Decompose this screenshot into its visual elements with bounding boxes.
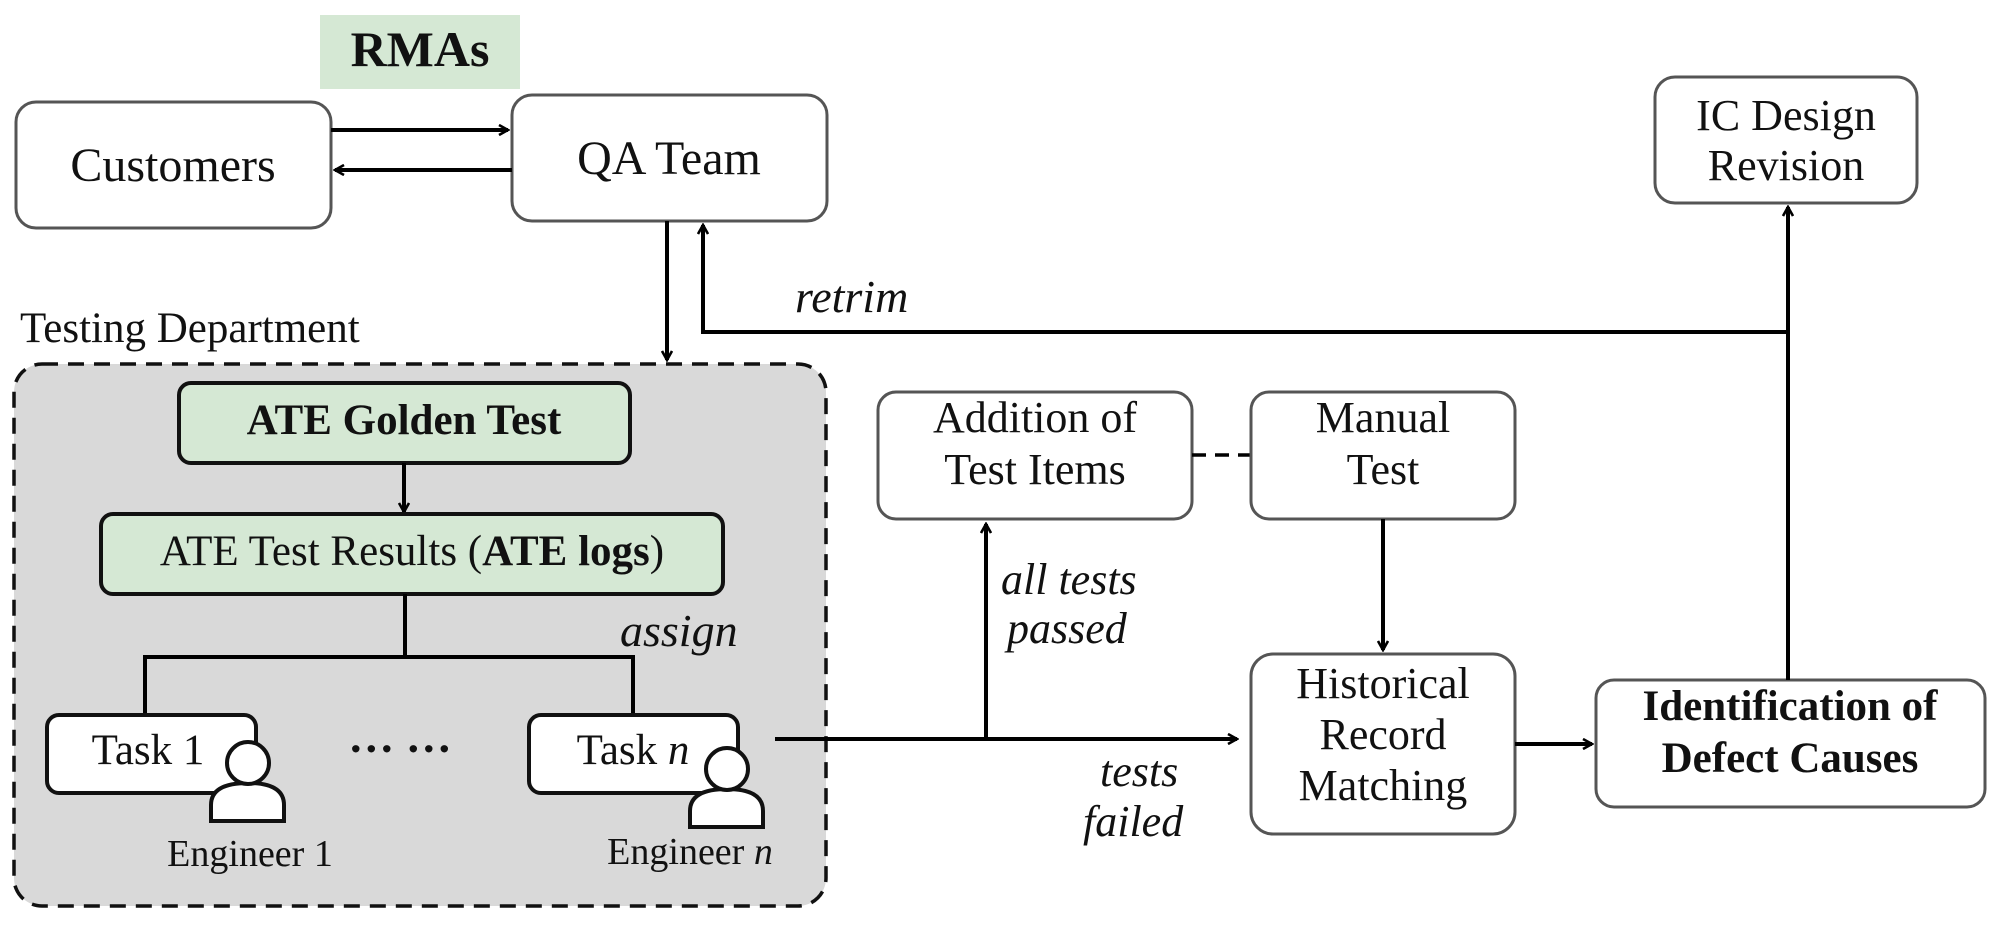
all-tests-label-line2: passed xyxy=(1004,604,1128,653)
assign-tree xyxy=(143,594,407,722)
assign-tree-right xyxy=(405,655,635,715)
taskn-italic: n xyxy=(668,727,690,774)
all-tests-label-line1: all tests xyxy=(1001,555,1137,604)
retrim-label: retrim xyxy=(795,271,908,322)
customers-box xyxy=(14,100,333,230)
engineern-icon xyxy=(688,746,765,829)
ate-golden-test-label: ATE Golden Test xyxy=(247,397,562,444)
addition-label-line1: Addition of xyxy=(933,393,1137,442)
retrim-line xyxy=(703,225,1786,334)
engineern-label: Engineer n xyxy=(607,831,773,873)
rmas-label: RMAs xyxy=(351,21,490,77)
testing-department-label: Testing Department xyxy=(20,305,360,352)
identification-of-defect-causes-box xyxy=(1594,678,1987,809)
manual-label-line1: Manual xyxy=(1316,393,1450,442)
ate-results-suffix: ) xyxy=(650,528,664,575)
taskn-prefix: Task xyxy=(577,727,668,774)
qa-team-label: QA Team xyxy=(577,132,761,185)
assign-label: assign xyxy=(620,605,738,656)
qa-team-box xyxy=(510,93,829,223)
engineer1-icon xyxy=(209,740,286,823)
tests-failed-label-line1: tests xyxy=(1100,747,1178,796)
ic-design-revision-box xyxy=(1653,75,1919,205)
addition-label-line2: Test Items xyxy=(944,445,1125,494)
ate-test-results-label: ATE Test Results (ATE logs) xyxy=(160,528,664,575)
ate-results-prefix: ATE Test Results ( xyxy=(160,528,482,575)
ic-design-label-line2: Revision xyxy=(1708,141,1864,190)
tasks-ellipsis: … … xyxy=(348,711,452,762)
rmas-label-bg xyxy=(320,15,520,89)
identification-label-line1: Identification of xyxy=(1642,683,1938,730)
ate-logs-bold: ATE logs xyxy=(482,528,650,575)
ate-test-results-box xyxy=(99,512,725,596)
manual-label-line2: Test xyxy=(1347,445,1420,494)
engineern-prefix: Engineer xyxy=(607,831,754,873)
taskn-label: Task n xyxy=(577,727,690,774)
engineer1-label: Engineer 1 xyxy=(167,833,333,875)
historical-label-line1: Historical xyxy=(1296,659,1470,708)
identification-label-line2: Defect Causes xyxy=(1662,735,1919,782)
engineern-italic: n xyxy=(754,831,773,873)
customers-label: Customers xyxy=(70,139,275,192)
historical-label-line3: Matching xyxy=(1299,761,1468,810)
tests-failed-label-line2: failed xyxy=(1083,797,1184,846)
historical-label-line2: Record xyxy=(1319,710,1446,759)
task1-label: Task 1 xyxy=(92,727,205,774)
ic-design-label-line1: IC Design xyxy=(1696,91,1876,140)
